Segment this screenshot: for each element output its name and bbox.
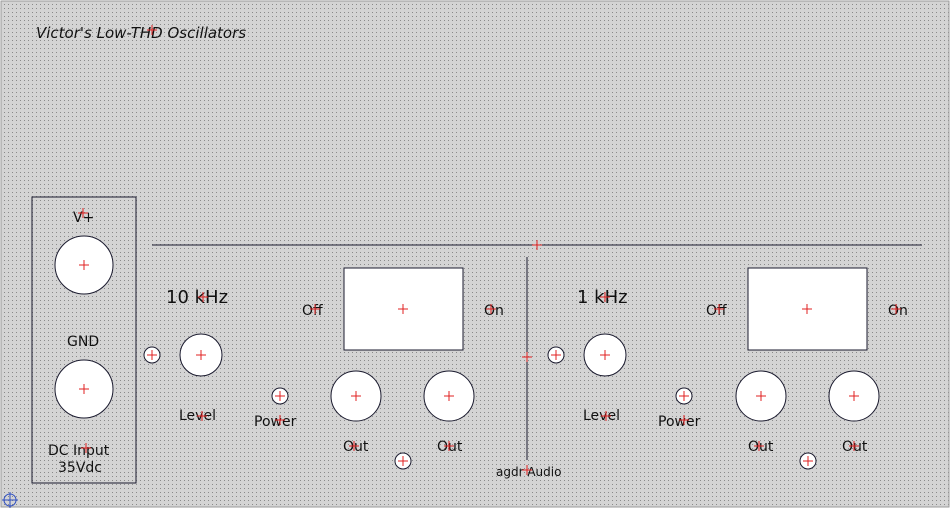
center-marker-icon xyxy=(81,443,91,453)
center-marker-icon xyxy=(849,391,859,401)
center-marker-icon xyxy=(147,25,157,35)
center-marker-icon xyxy=(891,304,901,314)
origin-crosshair-icon xyxy=(2,492,18,508)
center-marker-icon xyxy=(275,391,285,401)
center-marker-icon xyxy=(803,456,813,466)
osc-10k-on-label: On xyxy=(484,303,504,319)
center-marker-icon xyxy=(147,350,157,360)
center-marker-icon xyxy=(802,304,812,314)
center-marker-icon xyxy=(679,391,689,401)
center-marker-layer xyxy=(78,25,901,475)
center-marker-icon xyxy=(444,441,454,451)
center-marker-icon xyxy=(275,415,285,425)
center-marker-icon xyxy=(600,292,610,302)
center-marker-icon xyxy=(532,240,542,250)
center-marker-icon xyxy=(198,292,208,302)
center-marker-icon xyxy=(522,352,532,362)
center-marker-icon xyxy=(522,465,532,475)
center-marker-icon xyxy=(754,441,764,451)
osc-10k-out-label-2: Out xyxy=(437,439,463,455)
center-marker-icon xyxy=(551,350,561,360)
center-marker-icon xyxy=(310,304,320,314)
osc-1k-off-label: Off xyxy=(706,303,727,319)
center-marker-icon xyxy=(601,411,611,421)
panel-title: Victor's Low-THD Oscillators xyxy=(36,24,246,42)
credit-label: agdr Audio xyxy=(496,465,561,479)
dc-input-box[interactable] xyxy=(31,196,137,484)
center-marker-icon xyxy=(79,384,89,394)
center-marker-icon xyxy=(196,350,206,360)
center-marker-icon xyxy=(351,391,361,401)
vplus-label: V+ xyxy=(73,210,94,226)
center-marker-icon xyxy=(197,411,207,421)
center-marker-icon xyxy=(398,304,408,314)
osc-1k-on-label: On xyxy=(888,303,908,319)
center-marker-icon xyxy=(714,304,724,314)
voltage-label: 35Vdc xyxy=(58,460,102,476)
center-marker-icon xyxy=(679,415,689,425)
osc-1k-out-label-2: Out xyxy=(842,439,868,455)
osc-1k-out-label-1: Out xyxy=(748,439,774,455)
center-marker-icon xyxy=(600,350,610,360)
osc-10k-power-label: Power xyxy=(254,414,297,430)
center-marker-icon xyxy=(849,441,859,451)
osc-10k-off-label: Off xyxy=(302,303,323,319)
dc-input-label: DC Input xyxy=(48,443,110,459)
gnd-label: GND xyxy=(67,334,99,350)
center-marker-icon xyxy=(78,208,88,218)
center-marker-icon xyxy=(444,391,454,401)
center-marker-icon xyxy=(349,441,359,451)
center-marker-icon xyxy=(79,260,89,270)
osc-10k-out-label-1: Out xyxy=(343,439,369,455)
osc-1k-power-label: Power xyxy=(658,414,701,430)
center-marker-icon xyxy=(398,456,408,466)
osc-10k-frequency-label: 10 kHz xyxy=(166,287,228,308)
center-marker-icon xyxy=(756,391,766,401)
center-marker-icon xyxy=(486,304,496,314)
